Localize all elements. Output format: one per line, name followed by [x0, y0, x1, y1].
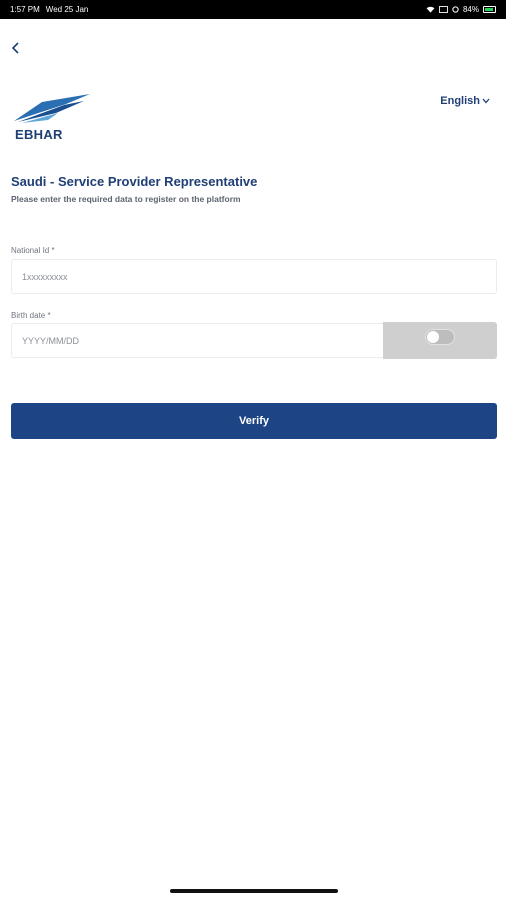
- status-left: 1:57 PM Wed 25 Jan: [10, 5, 88, 14]
- calendar-toggle-area: [383, 322, 497, 359]
- battery-percent: 84%: [462, 5, 479, 14]
- verify-button[interactable]: Verify: [11, 403, 497, 439]
- national-id-label: National Id *: [11, 246, 55, 255]
- toggle-knob: [427, 330, 439, 343]
- page-subtitle: Please enter the required data to regist…: [11, 194, 241, 204]
- back-button[interactable]: [6, 38, 26, 58]
- language-label: English: [440, 95, 480, 107]
- ebhar-logo-icon: [14, 94, 90, 123]
- birth-date-label: Birth date *: [11, 311, 51, 320]
- status-time: 1:57 PM: [10, 5, 40, 14]
- settings-icon: [452, 6, 459, 13]
- birth-date-input[interactable]: [11, 323, 383, 358]
- home-indicator: [170, 889, 338, 893]
- status-date: Wed 25 Jan: [45, 5, 89, 14]
- wifi-icon: [426, 6, 435, 13]
- battery-icon: [483, 6, 496, 13]
- national-id-input[interactable]: [11, 259, 497, 294]
- status-bar: 1:57 PM Wed 25 Jan 84%: [0, 0, 506, 19]
- page-title: Saudi - Service Provider Representative: [11, 174, 258, 189]
- cast-icon: [439, 6, 448, 13]
- status-right: 84%: [426, 5, 496, 14]
- chevron-down-icon: [482, 98, 490, 104]
- language-select[interactable]: English: [440, 95, 490, 107]
- chevron-left-icon: [11, 42, 19, 54]
- logo-text: EBHAR: [15, 127, 63, 142]
- calendar-type-toggle[interactable]: [425, 328, 455, 345]
